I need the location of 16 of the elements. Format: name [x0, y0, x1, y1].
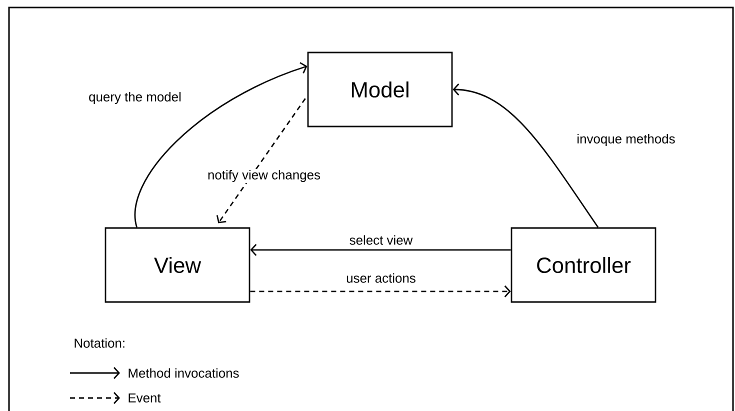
arrow [216, 98, 306, 224]
edge-label: user actions [345, 272, 417, 284]
arrow [250, 285, 511, 298]
component-box: Model [307, 52, 453, 128]
edge-label: select view [348, 234, 414, 246]
edge-label: invoque methods [576, 132, 676, 148]
edge-label: query the model [88, 90, 182, 106]
legend-text: Event [128, 394, 161, 403]
arrow [250, 244, 511, 256]
component-box: View [104, 227, 250, 303]
edge-label: notify view changes [206, 168, 322, 184]
legend-title: Notation: [74, 338, 124, 348]
component-box: Controller [510, 227, 656, 303]
arrow [452, 84, 599, 228]
arrow [134, 62, 308, 228]
legend-text: Method invocations [128, 368, 239, 378]
